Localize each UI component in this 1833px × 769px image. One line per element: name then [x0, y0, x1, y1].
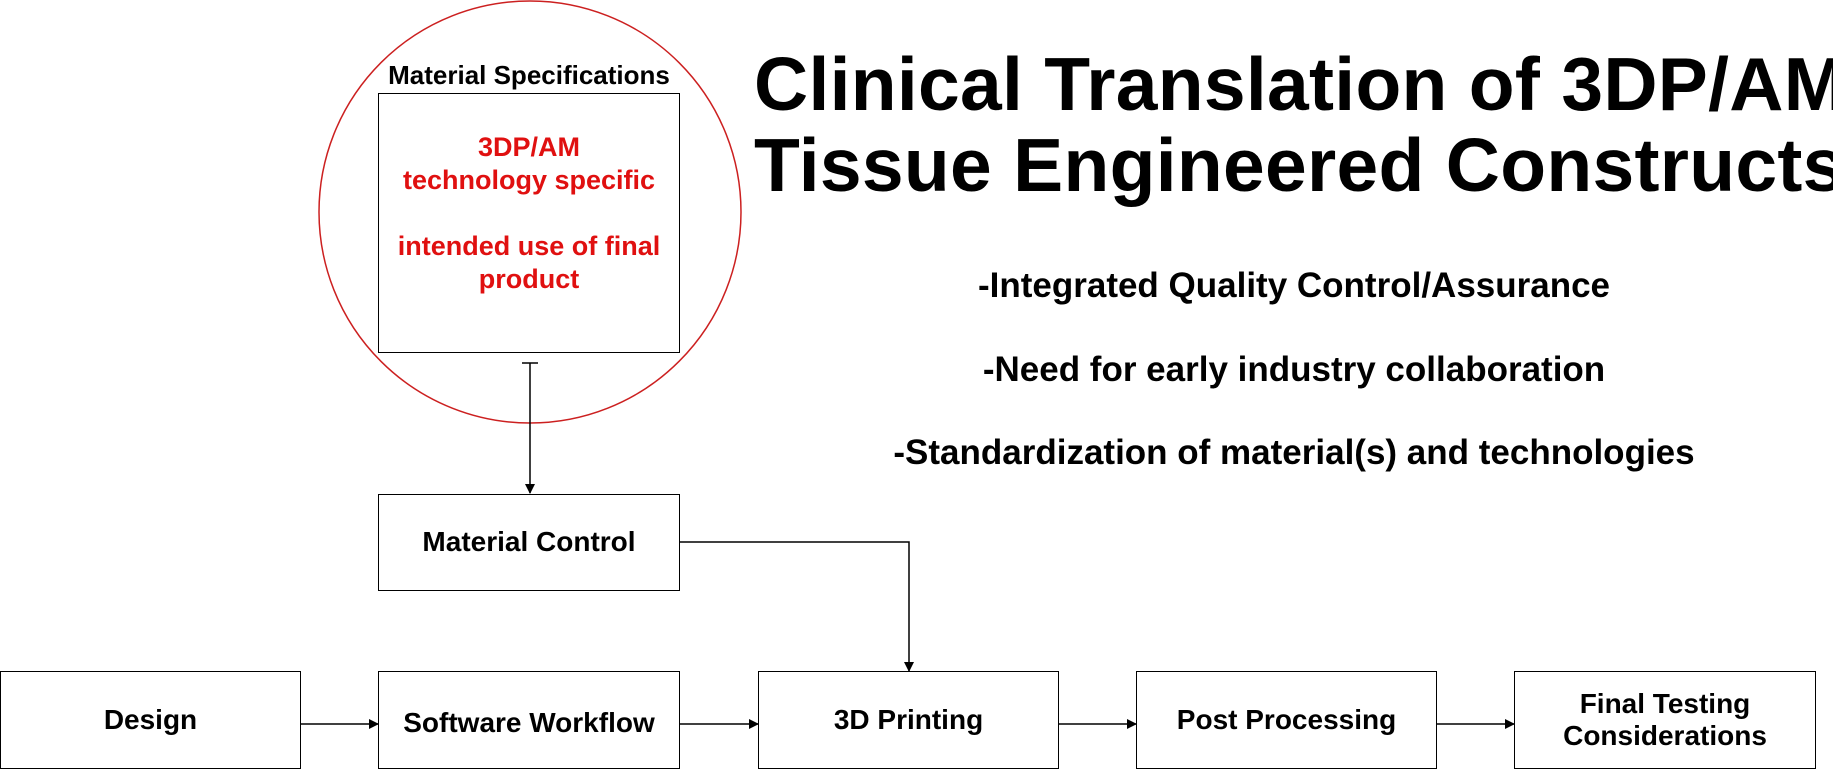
bullet-standardization: -Standardization of material(s) and tech… — [893, 433, 1695, 472]
title-line-1: Clinical Translation of 3DP/AM — [754, 42, 1833, 126]
spec-spacer — [379, 197, 679, 230]
bullet-quality-control: -Integrated Quality Control/Assurance — [977, 266, 1611, 305]
workflow-step-design: Design — [0, 671, 301, 769]
workflow-step-software-workflow: Software Workflow — [378, 671, 680, 769]
connector-control-to-printing — [680, 541, 914, 672]
workflow-step-final-testing: Final Testing Considerations — [1514, 671, 1816, 769]
spec-line-3: intended use of final — [397, 231, 661, 261]
page-title: Clinical Translation of 3DP/AM Tissue En… — [754, 44, 1833, 206]
material-control-label: Material Control — [422, 526, 636, 558]
workflow-step-3d-printing: 3D Printing — [758, 671, 1059, 769]
step-design-label: Design — [103, 703, 198, 735]
workflow-step-post-processing: Post Processing — [1136, 671, 1437, 769]
step-testing-label-line-1: Final Testing — [1579, 687, 1751, 719]
material-specifications-box: 3DP/AM technology specific intended use … — [378, 93, 680, 353]
spec-line-4: product — [478, 264, 580, 294]
material-control-box: Material Control — [378, 494, 680, 591]
step-software-label: Software Workflow — [403, 706, 655, 738]
spec-line-2: technology specific — [402, 165, 656, 195]
spec-line-1: 3DP/AM — [477, 132, 580, 162]
step-testing-label-line-2: Considerations — [1563, 720, 1767, 751]
title-line-2: Tissue Engineered Constructs — [754, 123, 1833, 207]
bullet-industry-collaboration: -Need for early industry collaboration — [982, 350, 1606, 389]
step-printing-label: 3D Printing — [833, 703, 984, 735]
step-post-label: Post Processing — [1176, 703, 1397, 735]
material-specifications-label: Material Specifications — [388, 60, 670, 90]
